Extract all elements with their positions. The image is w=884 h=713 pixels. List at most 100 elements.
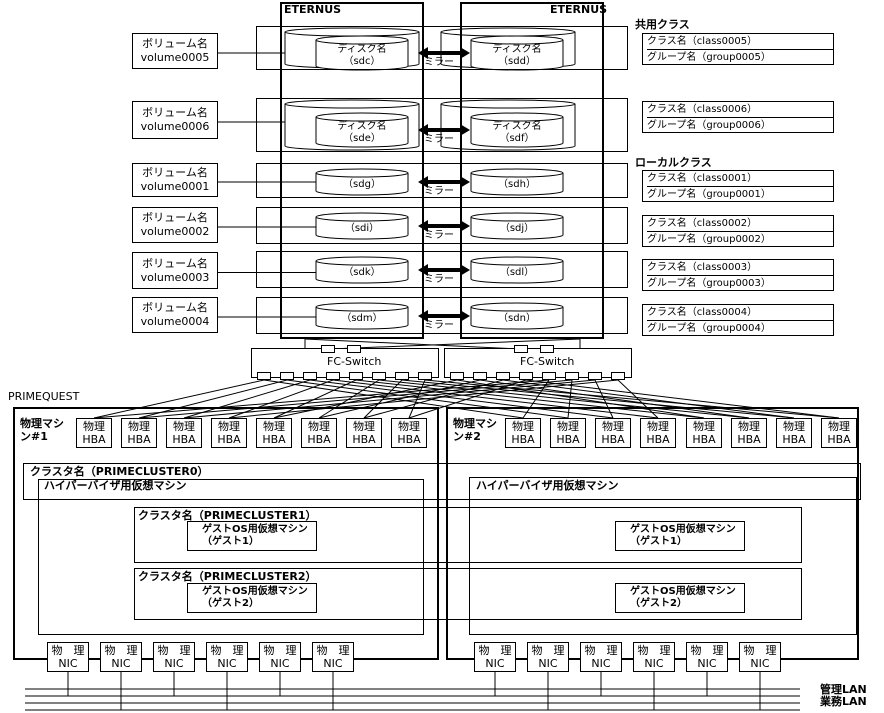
san-left-to-m2-4: [355, 379, 705, 419]
hypervisor-vm-2-label: ハイパーバイザ用仮想マシン: [476, 479, 619, 492]
nic-line1: 物 理: [531, 644, 565, 657]
disk-device: （sdi）: [344, 223, 380, 234]
disk-device: （sdn）: [498, 313, 536, 324]
san-left-to-m1-2: [183, 379, 311, 419]
disk-right-2: [470, 168, 564, 196]
mirror-arrow-head-right-2: [460, 176, 470, 188]
guest-vm-name: （ゲスト2）: [202, 598, 259, 609]
san-right-to-m2-5: [567, 379, 573, 419]
fc-port-right-6: [588, 372, 602, 380]
group-name: グループ名（group0004）: [647, 323, 771, 334]
hba-line2: HBA: [511, 433, 535, 446]
mirror-label-1: ミラー: [424, 134, 454, 145]
hba-line2: HBA: [307, 433, 331, 446]
group-name: グループ名（group0003）: [647, 278, 771, 289]
nic-line1: 物 理: [690, 644, 724, 657]
san-left-to-m2-5: [378, 379, 750, 419]
disk-device: （sdm）: [341, 313, 383, 324]
disk-right-text-2: （sdh）: [471, 175, 563, 195]
hba-line1: 物理: [128, 420, 150, 433]
nic-line2: NIC: [111, 657, 131, 670]
hba-line1: 物理: [353, 420, 375, 433]
fc-port-left-1: [280, 372, 294, 380]
disk-right-text-1: ディスク名（sdf）: [471, 119, 563, 147]
fc-port-top-right-a: [514, 345, 528, 353]
disk-device: （sde）: [343, 133, 381, 144]
san-left-to-m2-2: [309, 379, 614, 419]
volume-name: volume0004: [140, 315, 210, 328]
san-right-to-m1-5: [138, 379, 573, 419]
guest-vm-label: ゲストOS用仮想マシン: [202, 524, 308, 535]
mirror-label-2: ミラー: [424, 186, 454, 197]
class-group-box-0: クラス名（class0005）グループ名（group0005）: [642, 33, 834, 65]
hba-line2: HBA: [352, 433, 376, 446]
eternus-right-label: ETERNUS: [550, 3, 608, 16]
hba-line2: HBA: [397, 433, 421, 446]
nic-line2: NIC: [538, 657, 558, 670]
disk-right-text-0: ディスク名（sdd）: [471, 42, 563, 70]
disk-left-text-3: （sdi）: [316, 219, 408, 239]
san-right-to-m1-7: [228, 379, 619, 419]
disk-device: （sdf）: [499, 133, 535, 144]
shared-class-heading: 共用クラス: [635, 18, 690, 31]
eternus-right: [460, 2, 604, 339]
group-name: グループ名（group0005）: [647, 52, 771, 63]
nic-line2: NIC: [164, 657, 184, 670]
guest-vm-name: （ゲスト1）: [630, 536, 687, 547]
mirror-label-0: ミラー: [424, 57, 454, 68]
guest-vm-c1-m2: ゲストOS用仮想マシン（ゲスト1）: [615, 521, 745, 551]
nic-line2: NIC: [485, 657, 505, 670]
class-group-box-4: クラス名（class0003）グループ名（group0003）: [642, 259, 834, 291]
san-right-to-m1-0: [273, 379, 458, 419]
fc-link-3: [304, 338, 521, 350]
cluster-0-label: クラスタ名（PRIMECLUSTER0）: [30, 465, 209, 478]
disk-left-text-4: （sdk）: [316, 263, 408, 283]
class-name: クラス名（class0006）: [647, 102, 833, 118]
guest-vm-label: ゲストOS用仮想マシン: [630, 524, 736, 535]
san-left-to-m1-0: [93, 379, 265, 419]
volume-label: ボリューム名: [142, 166, 208, 179]
san-right-to-m1-3: [408, 379, 527, 419]
volume-label: ボリューム名: [142, 37, 208, 50]
nic-line2: NIC: [697, 657, 717, 670]
nic-line1: 物 理: [210, 644, 244, 657]
san-right-to-m1-4: [93, 379, 550, 419]
disk-device: （sdk）: [343, 267, 381, 278]
volume-label: ボリューム名: [142, 301, 208, 314]
disk-left-text-0: ディスク名（sdc）: [316, 42, 408, 70]
storage-row-0: [256, 26, 628, 70]
hba-line2: HBA: [782, 433, 806, 446]
disk-right-3: [470, 212, 564, 240]
san-left-to-m2-7: [424, 379, 840, 419]
san-left-to-m1-5: [318, 379, 380, 419]
fc-port-right-5: [565, 372, 579, 380]
nic-line2: NIC: [750, 657, 770, 670]
mirror-label-3: ミラー: [424, 230, 454, 241]
class-group-box-3: クラス名（class0002）グループ名（group0002）: [642, 215, 834, 247]
san-right-to-m1-6: [183, 379, 596, 419]
fc-port-left-2: [303, 372, 317, 380]
disk-device: （sdh）: [498, 179, 536, 190]
fc-port-right-2: [496, 372, 510, 380]
guest-vm-c1-m1: ゲストOS用仮想マシン（ゲスト1）: [187, 521, 317, 551]
volume-label: ボリューム名: [142, 106, 208, 119]
hba-line1: 物理: [693, 420, 715, 433]
nic-line2: NIC: [217, 657, 237, 670]
nic-line2: NIC: [323, 657, 343, 670]
hba-line1: 物理: [602, 420, 624, 433]
cluster-2-label: クラスタ名（PRIMECLUSTER2）: [138, 570, 317, 583]
hba-line2: HBA: [217, 433, 241, 446]
